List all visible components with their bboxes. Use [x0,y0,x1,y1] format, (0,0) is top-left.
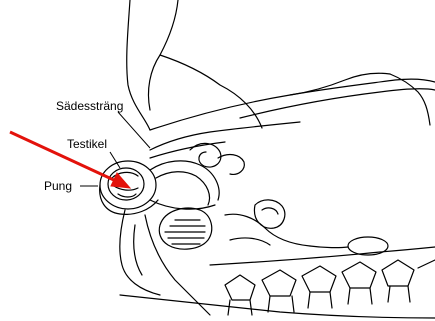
vertebrae [225,260,435,315]
label-testicle: Testikel [67,137,107,151]
label-spermatic-cord: Sädessträng [56,99,123,113]
hind-leg-outline [127,0,150,130]
spermatic-cord-leader [118,112,150,148]
spermatic-cord [150,122,300,150]
hind-leg-inner [160,0,262,128]
label-scrotum: Pung [44,179,72,193]
